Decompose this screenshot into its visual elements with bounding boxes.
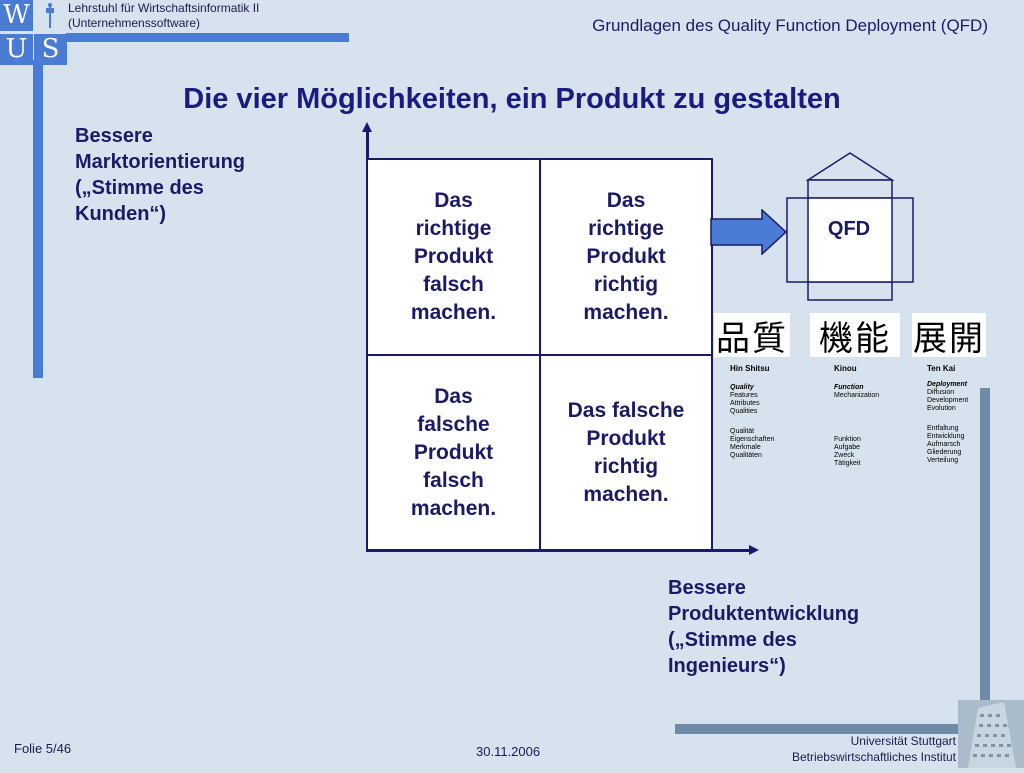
german-term: Zweck (834, 452, 855, 459)
matrix-top-left: Das richtige Produkt falsch machen. (366, 158, 541, 356)
kanji-hinshitsu: 品質 (714, 313, 790, 359)
kanji-reading: Ten Kai (927, 364, 956, 373)
german-term: Qualität (730, 428, 755, 435)
slide-date: 30.11.2006 (476, 744, 541, 759)
kanji-column-kinou: Kinou Function Mechanization Funktion Au… (834, 365, 879, 468)
cell-line: richtig (593, 454, 659, 478)
y-axis-label: Bessere Marktorientierung („Stimme des K… (75, 123, 245, 227)
right-arrow-icon (710, 208, 788, 260)
slide-number: Folie 5/46 (14, 741, 72, 756)
logo-letter-w: W (0, 0, 33, 31)
cell-line: falsch (423, 273, 484, 296)
right-accent-bar (980, 388, 990, 740)
cell-line: Das (434, 189, 473, 212)
x-axis-label: Bessere Produktentwicklung („Stimme des … (668, 575, 859, 679)
cell-line: Das (434, 384, 473, 408)
qfd-label: QFD (827, 218, 871, 240)
cell-line: Das falsche (567, 398, 685, 422)
logo-letter-s: S (34, 34, 67, 65)
english-head: Function (834, 384, 864, 391)
cell-line: Produkt (586, 245, 666, 268)
y-axis-arrow-icon (362, 122, 372, 132)
english-term: Evolution (927, 405, 956, 412)
german-term: Funktion (834, 436, 861, 443)
qfd-house-diagram (786, 150, 914, 307)
english-term: Features (730, 392, 758, 399)
german-term: Verteilung (927, 457, 959, 464)
chair-line-1: Lehrstuhl für Wirtschaftsinformatik II (68, 1, 260, 15)
german-term: Merkmale (730, 444, 761, 451)
y-axis-line: („Stimme des (75, 177, 204, 199)
logo-letter-u: U (0, 34, 33, 65)
university-name: Universität Stuttgart (850, 734, 956, 748)
institute-name: Betriebswirtschaftliches Institut (791, 750, 956, 764)
cell-line: machen. (410, 301, 497, 324)
university-building-icon (958, 700, 1024, 768)
y-axis-line: Bessere (75, 125, 153, 147)
matrix-top-right: Das richtige Produkt richtig machen. (539, 158, 713, 356)
kanji-reading: Kinou (834, 364, 857, 373)
cell-line: Produkt (586, 426, 666, 450)
y-axis-line: Kunden“) (75, 203, 167, 225)
cell-line: falsche (417, 412, 490, 436)
cell-line: Das (606, 189, 646, 212)
matrix-bottom-left: Das falsche Produkt falsch machen. (366, 354, 541, 551)
cell-line: machen. (583, 482, 669, 506)
english-term: Mechanization (834, 392, 880, 399)
left-accent-bar (33, 60, 43, 378)
slide-title: Die vier Möglichkeiten, ein Produkt zu g… (183, 83, 841, 115)
german-term: Aufmarsch (927, 441, 961, 448)
x-axis-line: Ingenieurs“) (668, 655, 786, 677)
cell-line: Produkt (413, 245, 494, 268)
english-term: Diffusion (927, 389, 955, 396)
german-term: Entfaltung (927, 425, 959, 432)
german-term: Aufgabe (834, 444, 861, 451)
x-axis-line: Bessere (668, 577, 746, 599)
german-term: Qualitäten (730, 452, 762, 459)
x-axis-line: („Stimme des (668, 629, 797, 651)
chair-name: Lehrstuhl für Wirtschaftsinformatik II (… (68, 1, 259, 31)
y-axis-line: Marktorientierung (75, 151, 246, 173)
german-term: Tätigkeit (834, 460, 861, 467)
english-head: Quality (730, 384, 754, 391)
english-term: Attributes (730, 400, 760, 407)
kanji-column-tenkai: Ten Kai Deployment Diffusion Development… (927, 365, 968, 465)
english-head: Deployment (927, 381, 968, 388)
kanji-column-hinshitsu: Hin Shitsu Quality Features Attributes Q… (730, 365, 774, 460)
top-accent-bar (66, 33, 349, 42)
german-term: Entwicklung (927, 433, 965, 440)
cell-line: richtige (588, 217, 664, 240)
kanji-kinou: 機能 (810, 313, 900, 359)
cell-line: machen. (410, 496, 497, 520)
cell-line: machen. (583, 301, 669, 324)
x-axis-line: Produktentwicklung (668, 603, 860, 625)
english-term: Development (927, 397, 969, 404)
header-topic: Grundlagen des Quality Function Deployme… (592, 16, 988, 35)
footer-institution: Universität Stuttgart Betriebswirtschaft… (792, 733, 956, 765)
logo-tower-icon (44, 2, 56, 30)
kanji-tenkai: 展開 (912, 313, 986, 359)
cell-line: richtig (593, 273, 659, 296)
kanji-reading: Hin Shitsu (730, 364, 770, 373)
german-term: Gliederung (927, 449, 962, 456)
x-axis-arrow-icon (749, 545, 759, 555)
bottom-accent-bar (675, 724, 958, 734)
matrix-bottom-right: Das falsche Produkt richtig machen. (539, 354, 713, 551)
german-term: Eigenschaften (730, 436, 775, 443)
chair-line-2: (Unternehmenssoftware) (68, 16, 201, 30)
cell-line: richtige (415, 217, 492, 240)
cell-line: Produkt (413, 440, 494, 464)
cell-line: falsch (423, 468, 484, 492)
english-term: Qualities (730, 408, 758, 415)
